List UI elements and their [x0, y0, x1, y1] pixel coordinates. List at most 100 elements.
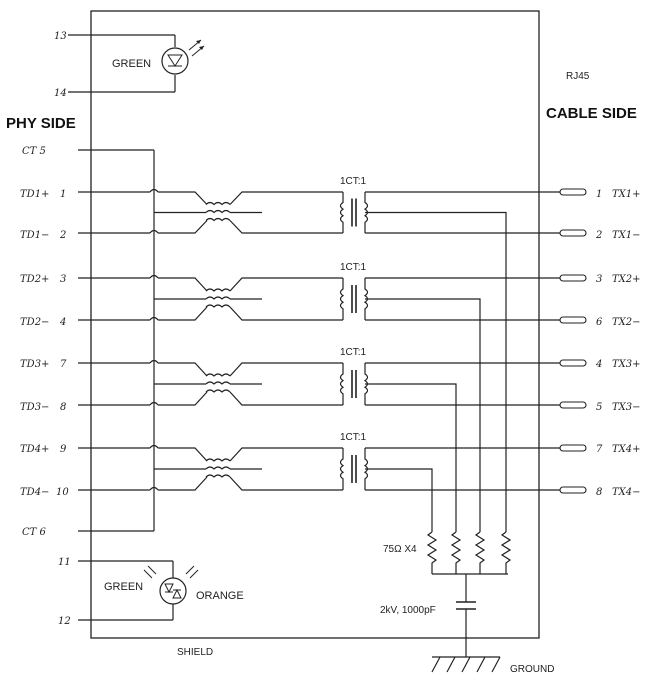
choke-coil [205, 288, 231, 292]
resistor-75-ohm [500, 531, 512, 574]
wire [229, 220, 343, 234]
choke-coil [205, 217, 231, 222]
wire-crossover [149, 316, 159, 321]
phy-pin-num: 9 [60, 444, 67, 455]
bottom-led-color-right: ORANGE [196, 590, 244, 602]
wire [229, 476, 343, 491]
pin-14-label: 14 [54, 88, 67, 99]
wire [158, 277, 208, 292]
center-tap-wire [365, 298, 481, 532]
resistor-label: 75Ω X4 [383, 544, 417, 555]
wire [229, 362, 343, 377]
shield-label: SHIELD [177, 647, 213, 658]
wire [158, 362, 208, 377]
rj45-contact [559, 274, 587, 282]
choke-coil [205, 389, 231, 393]
cable-pin-name: TX1+ [612, 189, 641, 200]
center-tap-wire [365, 383, 457, 532]
cable-pin-name: TX4− [612, 487, 641, 498]
choke-coil [205, 458, 231, 462]
choke-coil [205, 304, 231, 308]
wire [229, 306, 343, 321]
phy-pin-num: 4 [59, 317, 66, 328]
bicolor-led-icon [159, 577, 187, 605]
wire [158, 476, 208, 491]
channels [78, 188, 587, 574]
transformer-ratio-4: 1CT:1 [340, 432, 367, 443]
wire [229, 191, 343, 205]
cable-pin-name: TX3+ [612, 359, 641, 370]
capacitor-label: 2kV, 1000pF [380, 605, 436, 616]
top-led [68, 34, 205, 93]
phy-pin-name: TD3+ [20, 359, 49, 370]
phy-pin-name: TD1+ [20, 189, 49, 200]
choke-coil [205, 381, 231, 385]
termination-network [431, 573, 508, 673]
phy-pin-name: TD4+ [20, 444, 49, 455]
cable-pin-num: 3 [596, 274, 602, 285]
wire-crossover [149, 188, 159, 193]
cable-pin-num: 4 [595, 359, 602, 370]
center-tap-wire [365, 468, 433, 532]
phy-pin-num: 8 [60, 402, 66, 413]
wire-crossover [149, 359, 159, 364]
cable-pin-num: 8 [596, 487, 602, 498]
wire [158, 306, 208, 321]
bottom-led-color-left: GREEN [104, 581, 143, 593]
cable-pin-num: 1 [596, 189, 602, 200]
transformer-primary [339, 363, 345, 405]
cable-pin-name: TX1− [612, 230, 641, 241]
choke-coil [205, 209, 231, 214]
choke-coil [205, 474, 231, 478]
rj45-contact [559, 359, 587, 367]
phy-pin-labels: TD1+ 1 TD1− 2 TD2+ 3 TD2− 4 TD3+ 7 TD3− … [20, 189, 69, 498]
transformer-primary [339, 192, 345, 233]
pin-12-label: 12 [58, 616, 71, 627]
phy-pin-num: 2 [59, 230, 66, 241]
choke-coil [205, 466, 231, 470]
pin-11-label: 11 [58, 557, 71, 568]
cable-pin-name: TX4+ [612, 444, 641, 455]
rj45-contact [559, 444, 587, 452]
phy-pin-num: 3 [60, 274, 66, 285]
phy-pin-name: TD3− [20, 402, 49, 413]
phy-pin-name: TD2− [20, 317, 49, 328]
cable-side-header: CABLE SIDE [546, 105, 637, 122]
wire-crossover [149, 229, 159, 234]
phy-side-header: PHY SIDE [6, 115, 76, 132]
bottom-led [78, 560, 199, 621]
led-icon [161, 47, 189, 75]
choke-coil [205, 201, 231, 206]
wire [158, 220, 208, 234]
cable-pin-num: 7 [596, 444, 603, 455]
wire [229, 391, 343, 406]
phy-pin-num: 7 [60, 359, 67, 370]
rj45-contact [559, 316, 587, 324]
choke-coil [205, 373, 231, 377]
wire-crossover [149, 274, 159, 279]
phy-pin-num: 1 [60, 189, 66, 200]
wire-crossover [149, 486, 159, 491]
cable-pin-name: TX2+ [612, 274, 641, 285]
transformer-primary [339, 448, 345, 490]
ground-label: GROUND [510, 664, 554, 675]
rj45-contact [559, 486, 587, 494]
center-tap-wire [365, 211, 507, 532]
cable-pin-num: 6 [596, 317, 603, 328]
wire [158, 447, 208, 462]
ct5-label: CT 5 [22, 146, 46, 157]
ct6-label: CT 6 [22, 527, 47, 538]
transformer-ratio-1: 1CT:1 [340, 176, 367, 187]
cable-pin-name: TX2− [612, 317, 641, 328]
transformer-ratio-2: 1CT:1 [340, 262, 367, 273]
phy-pin-name: TD4− [20, 487, 49, 498]
resistor-75-ohm [474, 531, 486, 574]
phy-pin-num: 10 [56, 487, 69, 498]
top-led-color: GREEN [112, 58, 151, 70]
cable-pin-labels: 1 TX1+ 2 TX1− 3 TX2+ 6 TX2− 4 TX3+ 5 TX3… [595, 189, 641, 498]
wire [158, 391, 208, 406]
resistor-75-ohm [450, 531, 462, 574]
pin-13-label: 13 [54, 31, 67, 42]
rj45-housing [90, 10, 540, 639]
